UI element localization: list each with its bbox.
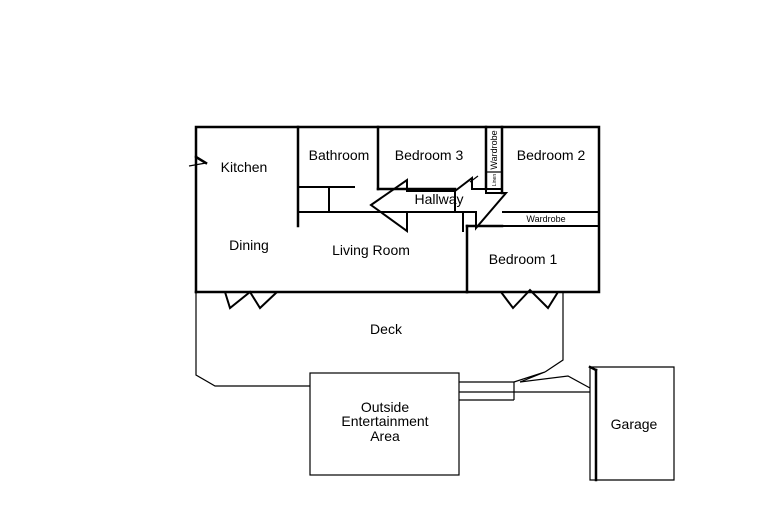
deck-outline bbox=[195, 292, 564, 387]
label-deck: Deck bbox=[370, 321, 403, 337]
hallway-arrow bbox=[369, 175, 509, 233]
label-bathroom: Bathroom bbox=[309, 147, 370, 163]
label-living-room: Living Room bbox=[332, 242, 410, 258]
label-hallway: Hallway bbox=[414, 191, 463, 207]
label-garage: Garage bbox=[611, 416, 658, 432]
outside-area bbox=[309, 371, 591, 476]
label-bedroom-1: Bedroom 1 bbox=[489, 251, 558, 267]
room-labels: Kitchen Bathroom Bedroom 3 Wardrobe Line… bbox=[221, 130, 658, 444]
doors bbox=[224, 288, 559, 310]
label-outside-line-2: Entertainment bbox=[341, 413, 428, 429]
label-kitchen: Kitchen bbox=[221, 159, 268, 175]
label-wardrobe-horizontal: Wardrobe bbox=[526, 214, 565, 224]
house-walls bbox=[188, 125, 601, 294]
label-bedroom-3: Bedroom 3 bbox=[395, 147, 464, 163]
label-wardrobe-vertical: Wardrobe bbox=[489, 130, 499, 169]
label-dining: Dining bbox=[229, 237, 269, 253]
garage-walls bbox=[588, 365, 675, 482]
label-bedroom-2: Bedroom 2 bbox=[517, 147, 586, 163]
label-linen: Linen bbox=[492, 174, 498, 186]
label-outside-line-1: Outside bbox=[361, 399, 409, 415]
label-outside-line-3: Area bbox=[370, 428, 400, 444]
